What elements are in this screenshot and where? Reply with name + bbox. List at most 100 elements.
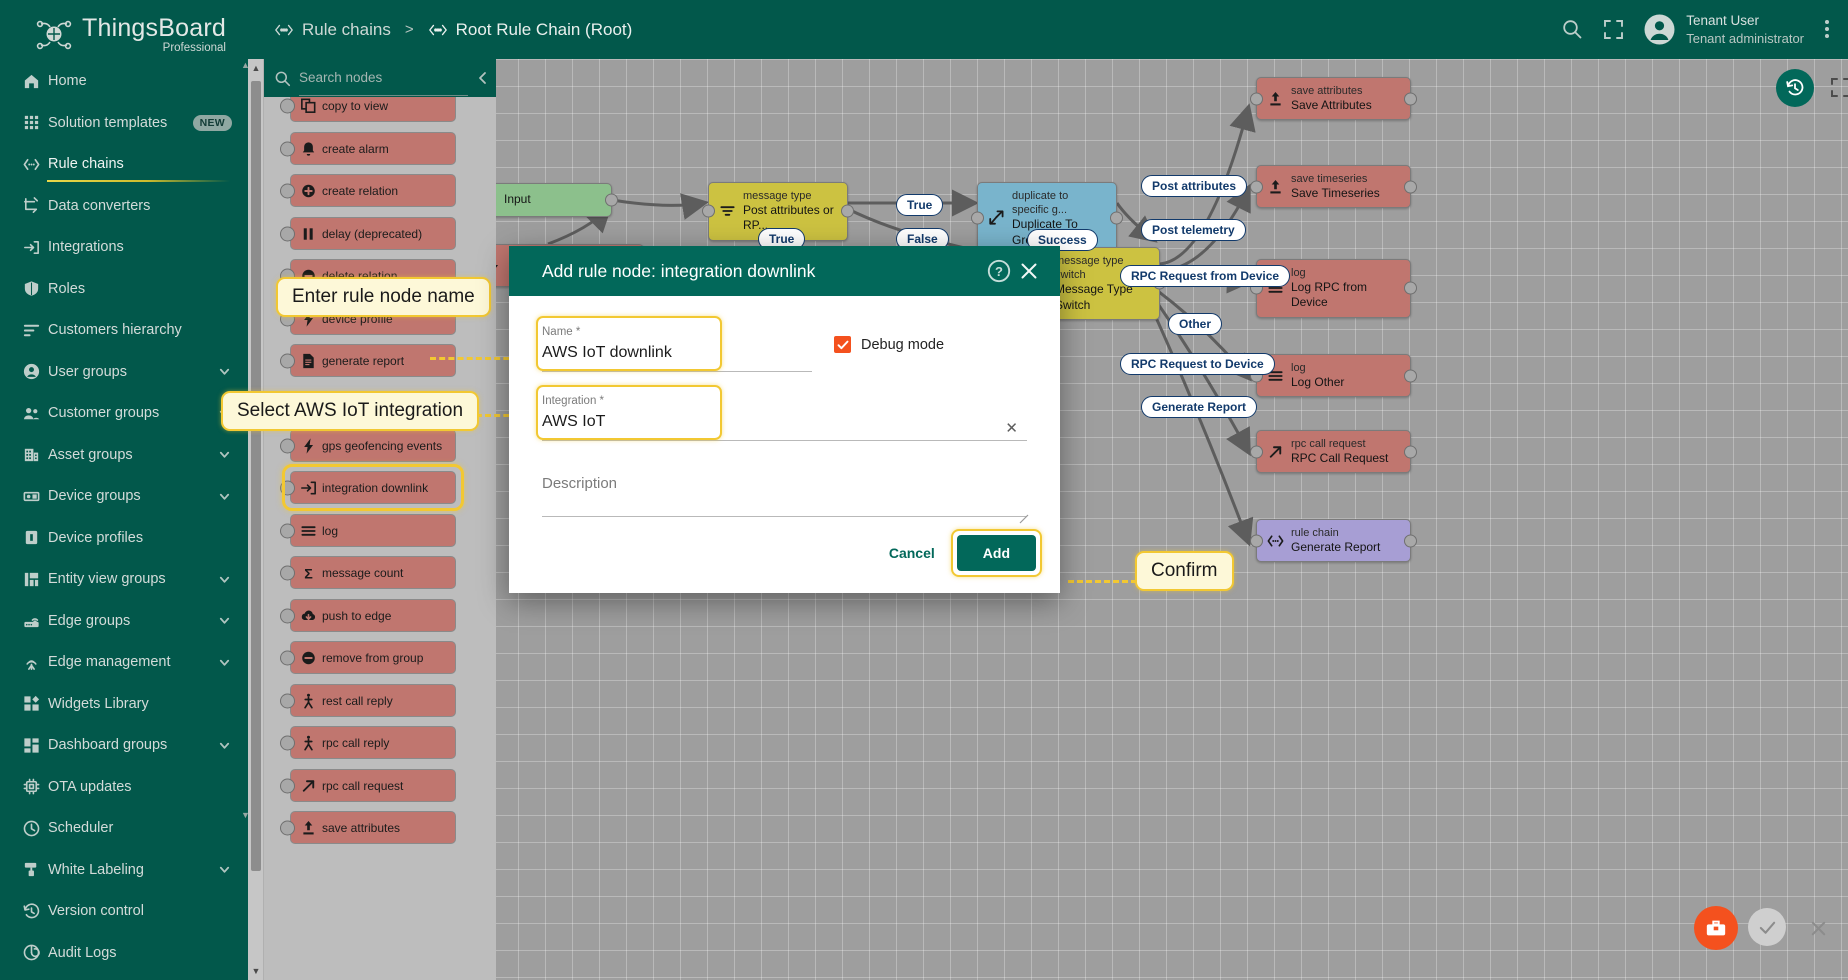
sidebar-item-device-groups[interactable]: Device groups [0, 476, 248, 518]
node-input-port[interactable] [1250, 180, 1263, 194]
node-port[interactable] [280, 353, 295, 368]
node-port[interactable] [280, 565, 295, 580]
node-library-item[interactable]: integration downlink [280, 471, 456, 504]
chevron-down-icon[interactable] [218, 365, 232, 378]
breadcrumb-item-root-rule-chain[interactable]: Root Rule Chain (Root) [428, 20, 632, 40]
link-label[interactable]: True [896, 194, 944, 216]
apply-changes-button[interactable] [1748, 908, 1786, 946]
sidebar-item-user-groups[interactable]: User groups [0, 351, 248, 393]
node-output-port[interactable] [1110, 211, 1123, 225]
help-icon[interactable]: ? [984, 256, 1014, 286]
node-output-port[interactable] [1404, 281, 1417, 295]
search-input[interactable]: Search nodes [299, 69, 468, 96]
discard-changes-button[interactable] [1800, 910, 1836, 946]
cancel-button[interactable]: Cancel [875, 536, 949, 570]
debug-mode-toggle[interactable]: Debug mode [812, 326, 1027, 353]
node-output-port[interactable] [841, 204, 854, 218]
node-port[interactable] [280, 438, 295, 453]
sidebar-item-dashboard-groups[interactable]: Dashboard groups [0, 725, 248, 767]
link-label[interactable]: Success [1027, 229, 1098, 251]
sidebar-item-customer-groups[interactable]: Customer groups [0, 393, 248, 435]
integration-value[interactable]: AWS IoT [542, 413, 606, 430]
node-port[interactable] [280, 141, 295, 156]
node-library-item[interactable]: create alarm [280, 132, 456, 165]
node-input-port[interactable] [702, 204, 715, 218]
node-input-port[interactable] [1250, 92, 1263, 106]
search-icon[interactable] [1561, 18, 1583, 40]
node-library-item[interactable]: copy to view [280, 97, 456, 122]
sidebar-item-home[interactable]: Home [0, 61, 248, 103]
node-output-port[interactable] [1404, 180, 1417, 194]
node-output-port[interactable] [605, 193, 618, 207]
user-menu[interactable]: Tenant User Tenant administrator [1644, 12, 1804, 48]
sidebar-item-edge-groups[interactable]: Edge groups [0, 600, 248, 642]
sidebar-item-rule-chains[interactable]: Rule chains [0, 144, 248, 186]
sidebar-item-roles[interactable]: Roles [0, 268, 248, 310]
node-input-port[interactable] [1250, 445, 1263, 459]
name-value[interactable]: AWS IoT downlink [542, 344, 672, 361]
close-icon[interactable] [1014, 256, 1044, 286]
chevron-down-icon[interactable] [218, 739, 232, 752]
toolbox-button[interactable] [1694, 906, 1738, 950]
node-output-port[interactable] [1404, 445, 1417, 459]
chevron-down-icon[interactable] [218, 490, 232, 503]
scroll-down-arrow[interactable]: ▼ [241, 810, 248, 820]
more-vertical-icon[interactable] [1824, 18, 1830, 40]
fullscreen-icon[interactable] [1603, 19, 1624, 40]
breadcrumb-item-rule-chains[interactable]: Rule chains [274, 20, 391, 40]
sidebar-item-edge-management[interactable]: Edge management [0, 642, 248, 684]
node-library-item[interactable]: gps geofencing events [280, 429, 456, 462]
node-library-item[interactable]: rest call reply [280, 684, 456, 717]
scroll-up-arrow[interactable]: ▲ [241, 60, 248, 70]
integration-field[interactable]: Integration * AWS IoT ✕ [536, 385, 1027, 441]
node-library-item[interactable]: create relation [280, 174, 456, 207]
sidebar-item-customers-hierarchy[interactable]: Customers hierarchy [0, 310, 248, 352]
node-library-item[interactable]: save attributes [280, 811, 456, 844]
node-output-port[interactable] [1404, 534, 1417, 548]
sidebar-item-asset-groups[interactable]: Asset groups [0, 434, 248, 476]
chevron-down-icon[interactable] [218, 656, 232, 669]
sidebar-item-entity-view-groups[interactable]: Entity view groups [0, 559, 248, 601]
resize-handle-icon[interactable] [1019, 514, 1029, 524]
name-field[interactable]: Name * AWS IoT downlink [536, 316, 812, 372]
node-port[interactable] [280, 523, 295, 538]
description-field[interactable]: Description [542, 475, 1029, 524]
node-library-scrollbar[interactable]: ▲ ▼ [248, 59, 264, 980]
node-input-port[interactable] [971, 211, 984, 225]
chevron-down-icon[interactable] [218, 573, 232, 586]
sidebar-item-integrations[interactable]: Integrations [0, 227, 248, 269]
chevron-left-icon[interactable] [476, 71, 490, 85]
node-library-item[interactable]: generate report [280, 344, 456, 377]
node-port[interactable] [280, 650, 295, 665]
sidebar-item-device-profiles[interactable]: Device profiles [0, 517, 248, 559]
chevron-down-icon[interactable] [218, 614, 232, 627]
expand-canvas-button[interactable] [1822, 69, 1848, 105]
node-port[interactable] [280, 608, 295, 623]
sidebar-item-ota-updates[interactable]: OTA updates [0, 766, 248, 808]
sidebar-item-white-labeling[interactable]: White Labeling [0, 849, 248, 891]
node-input-port[interactable] [1250, 534, 1263, 548]
history-button[interactable] [1776, 69, 1814, 107]
node-library-item[interactable]: push to edge [280, 599, 456, 632]
link-label[interactable]: Post telemetry [1141, 219, 1246, 241]
sidebar-scrollbar[interactable]: ▲ ▼ [241, 60, 248, 820]
scroll-up-arrow[interactable]: ▲ [251, 63, 261, 73]
node-library-item[interactable]: rpc call request [280, 769, 456, 802]
node-library-item[interactable]: rpc call reply [280, 726, 456, 759]
sidebar-item-widgets-library[interactable]: Widgets Library [0, 683, 248, 725]
link-label[interactable]: Other [1168, 313, 1223, 335]
link-label[interactable]: Generate Report [1141, 396, 1258, 418]
clear-icon[interactable]: ✕ [1005, 420, 1018, 437]
debug-mode-checkbox[interactable] [834, 336, 851, 353]
node-port[interactable] [280, 693, 295, 708]
node-port[interactable] [280, 226, 295, 241]
node-port[interactable] [280, 778, 295, 793]
